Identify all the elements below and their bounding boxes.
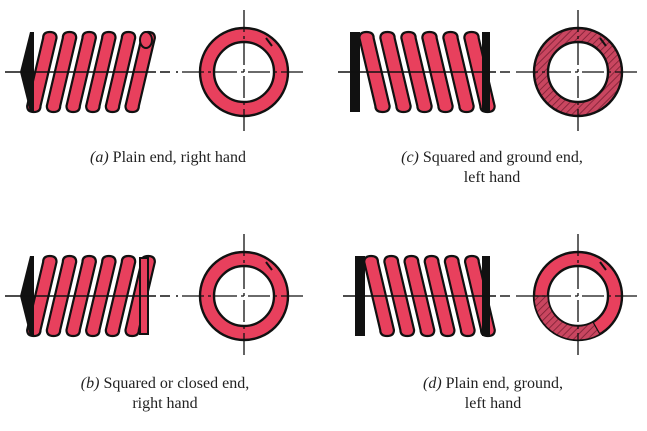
caption-tag-a: (a) [90,149,109,166]
ground-sector-d [533,295,601,341]
end-view-b [182,234,306,358]
caption-tag-c: (c) [401,149,419,166]
end-view-a [182,10,306,134]
seam-a [265,37,273,47]
seam-c [599,37,607,47]
end-view-d [516,234,640,358]
caption-text-d-line2: left hand [464,395,522,412]
caption-text-c-line2: left hand [463,169,521,186]
seam-d [599,261,607,271]
caption-b: (b) Squared or closed end, right hand [40,374,290,414]
caption-text-a: Plain end, right hand [112,149,246,166]
caption-text-b-line1: Squared or closed end, [103,375,250,392]
caption-d: (d) Plain end, ground, left hand [368,374,618,414]
caption-a: (a) Plain end, right hand [48,148,288,168]
caption-text-b-line2: right hand [132,395,198,412]
caption-c: (c) Squared and ground end, left hand [352,148,632,188]
end-view-c [516,10,640,134]
caption-text-c-line1: Squared and ground end, [422,149,583,166]
panel-a [5,30,178,114]
panel-c [338,30,512,114]
caption-tag-d: (d) [423,375,442,392]
panel-d [343,254,512,338]
seam-b [265,261,273,271]
caption-text-d-line1: Plain end, ground, [445,375,563,392]
wire-tip-a [139,31,153,49]
caption-tag-b: (b) [80,375,100,392]
panel-b [5,254,178,338]
